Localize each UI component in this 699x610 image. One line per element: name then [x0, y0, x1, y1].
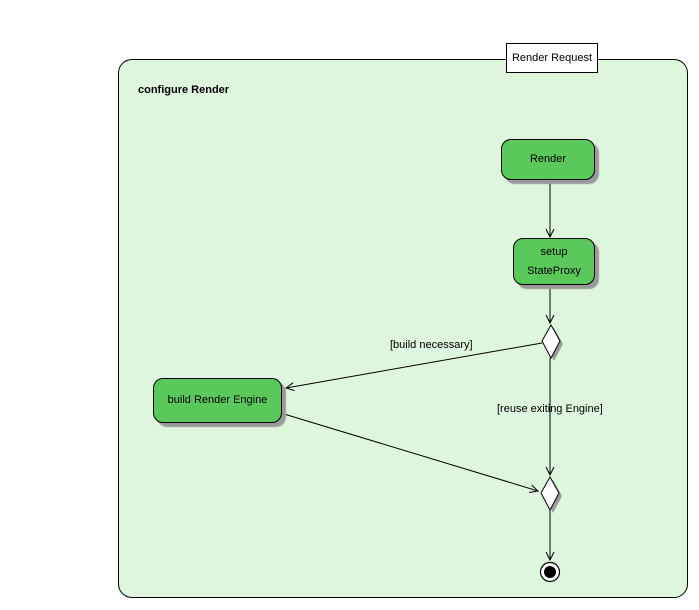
guard-label-reuse-existing: [reuse exiting Engine]: [497, 403, 603, 415]
action-setup-stateproxy: setup StateProxy: [513, 238, 595, 285]
activity-frame: [118, 59, 688, 598]
guard-label-build-necessary: [build necessary]: [390, 339, 473, 351]
action-build-render-engine: build Render Engine: [153, 378, 282, 423]
frame-title: configure Render: [138, 84, 230, 96]
render-request-box: Render Request: [506, 43, 598, 73]
action-render: Render: [501, 139, 595, 180]
